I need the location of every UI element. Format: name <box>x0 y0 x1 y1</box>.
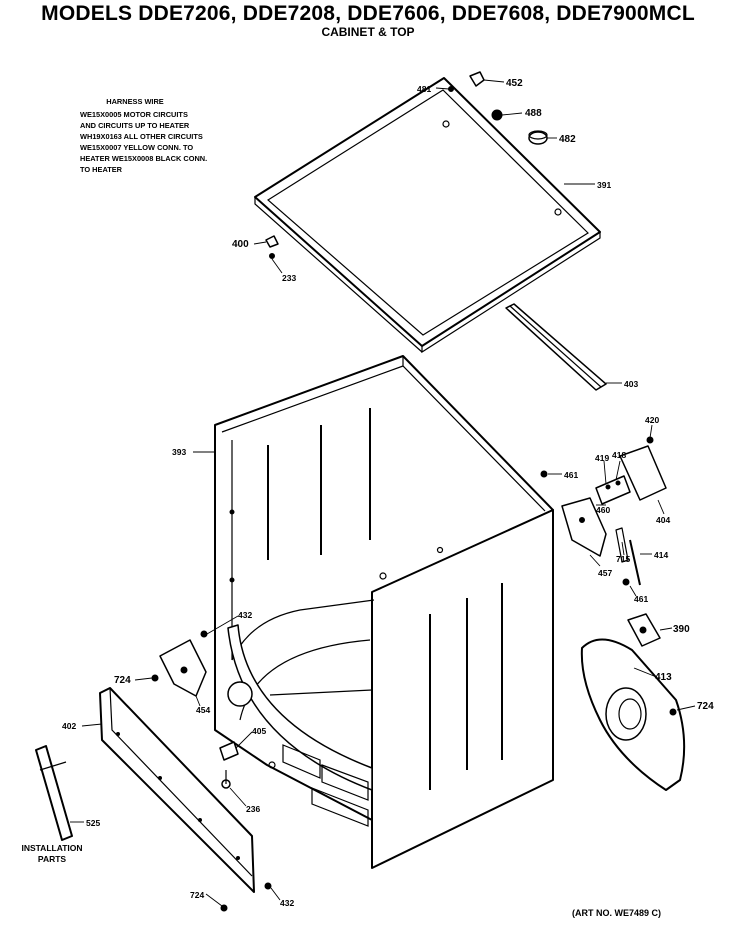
part-label: 418 <box>612 450 626 460</box>
hinge-405 <box>219 741 239 761</box>
screw-461-low <box>622 578 630 586</box>
bumper-488 <box>491 109 503 121</box>
part-label: 461 <box>634 594 648 604</box>
part-label: 402 <box>62 721 76 731</box>
part-label: 419 <box>595 453 609 463</box>
bracket-404 <box>619 445 667 501</box>
part-label: 405 <box>252 726 266 736</box>
harness-note-heading: HARNESS WIRE <box>106 97 164 106</box>
screw-432-left <box>200 630 208 638</box>
part-label: 488 <box>525 108 542 119</box>
screw-233 <box>269 253 275 259</box>
part-labels: 481 452 488 482 391 400 233 403 393 420 … <box>21 78 714 908</box>
terminal-block <box>595 475 631 505</box>
button-482 <box>528 130 548 145</box>
installation-label: PARTS <box>38 854 67 864</box>
trim-strip <box>505 303 607 391</box>
part-label: 420 <box>645 415 659 425</box>
harness-note-line: WE15X0005 MOTOR CIRCUITS <box>80 110 188 119</box>
installation-parts-525 <box>35 745 73 841</box>
part-label: 400 <box>232 239 249 250</box>
leader-lines <box>70 79 696 907</box>
part-label: 461 <box>564 470 578 480</box>
installation-label: INSTALLATION <box>21 843 82 853</box>
part-label: 715 <box>616 554 630 564</box>
page-subtitle: CABINET & TOP <box>321 25 415 39</box>
plate-390 <box>627 613 661 647</box>
switch-bracket-457 <box>561 497 607 557</box>
harness-wire-note: HARNESS WIRE WE15X0005 MOTOR CIRCUITS AN… <box>80 96 270 175</box>
screw-461-mid <box>540 470 548 478</box>
page-title: MODELS DDE7206, DDE7208, DDE7606, DDE760… <box>41 2 695 25</box>
part-label: 391 <box>597 180 611 190</box>
clip-452 <box>469 71 485 87</box>
part-label: 404 <box>656 515 670 525</box>
screw-432-bottom <box>264 882 272 890</box>
part-label: 454 <box>196 705 210 715</box>
rear-panel-413 <box>580 638 686 791</box>
screw-724-bottom <box>220 904 228 912</box>
part-715 <box>615 527 629 563</box>
leveling-leg-236 <box>221 770 231 789</box>
part-label: 460 <box>596 505 610 515</box>
part-label: 525 <box>86 818 100 828</box>
part-label: 393 <box>172 447 186 457</box>
part-label: 233 <box>282 273 296 283</box>
part-label: 390 <box>673 624 690 635</box>
screw-724-left <box>151 674 159 682</box>
part-label: 481 <box>417 84 431 94</box>
part-label: 724 <box>190 890 204 900</box>
part-label: 452 <box>506 78 523 89</box>
part-label: 724 <box>114 675 131 686</box>
screw-481 <box>448 86 454 92</box>
cabinet <box>214 355 554 869</box>
top-panel <box>254 77 601 354</box>
part-label: 236 <box>246 804 260 814</box>
hinge-400 <box>265 235 279 248</box>
part-label: 432 <box>238 610 252 620</box>
harness-note-line: WH19X0163 ALL OTHER CIRCUITS <box>80 132 203 141</box>
part-label: 457 <box>598 568 612 578</box>
harness-note-line: AND CIRCUITS UP TO HEATER <box>80 121 190 130</box>
part-label: 482 <box>559 134 576 145</box>
harness-note-line: HEATER WE15X0008 BLACK CONN. <box>80 154 208 163</box>
part-label: 413 <box>655 672 672 683</box>
part-label: 724 <box>697 701 714 712</box>
part-414 <box>629 539 641 586</box>
toe-panel-402 <box>99 687 255 893</box>
harness-note-line: TO HEATER <box>80 165 123 174</box>
control-bracket-454 <box>159 639 207 697</box>
part-label: 432 <box>280 898 294 908</box>
part-label: 403 <box>624 379 638 389</box>
art-number: (ART NO. WE7489 C) <box>572 908 662 918</box>
part-label: 414 <box>654 550 668 560</box>
harness-note-line: WE15X0007 YELLOW CONN. TO <box>80 143 194 152</box>
